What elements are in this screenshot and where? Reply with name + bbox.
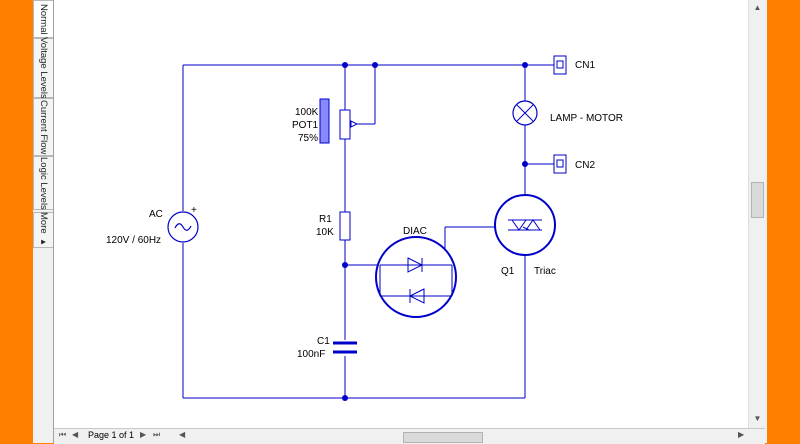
junction-dot <box>372 62 378 68</box>
connector2-label: CN2 <box>575 160 595 171</box>
connector1-label: CN1 <box>575 60 595 71</box>
ac-source-label: AC <box>149 209 163 220</box>
tab-voltage-levels-label: Voltage Levels <box>38 37 49 99</box>
tab-normal[interactable]: Normal <box>33 0 53 38</box>
schematic-canvas[interactable]: + AC 120V / 60Hz 100K POT1 75% R1 10K <box>54 0 748 428</box>
triac-name: Q1 <box>501 266 515 277</box>
view-mode-tabs: Normal Voltage Levels Current Flow Logic… <box>33 0 54 443</box>
lamp-label: LAMP - MOTOR <box>550 113 623 124</box>
tab-logic-levels-label: Logic Levels <box>38 156 49 210</box>
tab-normal-label: Normal <box>38 3 49 35</box>
junction-dot <box>342 62 348 68</box>
potentiometer-pot1[interactable] <box>319 98 359 144</box>
pot-percent: 75% <box>298 133 318 144</box>
tab-current-flow-label: Current Flow <box>38 99 49 155</box>
capacitor-value: 100nF <box>297 349 325 360</box>
connector-cn1[interactable] <box>553 55 567 75</box>
triac-q1[interactable] <box>494 194 556 256</box>
horizontal-scroll-thumb[interactable] <box>403 432 483 443</box>
page-indicator: Page 1 of 1 <box>88 430 135 440</box>
capacitor-c1[interactable] <box>333 341 357 354</box>
junction-dot <box>522 62 528 68</box>
tab-current-flow[interactable]: Current Flow <box>33 98 53 156</box>
capacitor-name: C1 <box>317 336 330 347</box>
status-bar: ⏮ ◀ Page 1 of 1 ▶ ⏭ ◀ ▶ <box>54 428 765 444</box>
prev-page-icon[interactable]: ◀ <box>72 430 79 439</box>
pot-value: 100K <box>295 107 319 118</box>
tab-logic-levels[interactable]: Logic Levels <box>33 156 53 210</box>
diac-component[interactable] <box>375 236 457 318</box>
ac-source-value: 120V / 60Hz <box>106 235 161 246</box>
more-tab-button[interactable]: More ▸ <box>33 212 53 248</box>
junction-dot <box>342 395 348 401</box>
first-page-icon[interactable]: ⏮ <box>59 430 67 439</box>
resistor-r1[interactable] <box>339 211 351 241</box>
ac-source[interactable] <box>167 211 199 243</box>
resistor-name: R1 <box>319 214 332 225</box>
diac-label: DIAC <box>403 226 427 237</box>
junction-dot <box>342 262 348 268</box>
next-page-icon[interactable]: ▶ <box>140 430 147 439</box>
tab-voltage-levels[interactable]: Voltage Levels <box>33 37 53 99</box>
lamp-motor[interactable] <box>512 100 538 126</box>
junction-dot <box>522 161 528 167</box>
pot-name: POT1 <box>292 120 319 131</box>
scroll-right-icon[interactable]: ▶ <box>738 430 745 439</box>
ac-source-plus: + <box>191 205 197 216</box>
connector-cn2[interactable] <box>553 154 567 174</box>
last-page-icon[interactable]: ⏭ <box>153 430 161 439</box>
scroll-left-icon[interactable]: ◀ <box>179 430 186 439</box>
resistor-value: 10K <box>316 227 334 238</box>
more-tab-label: More ▸ <box>38 212 49 248</box>
scroll-down-arrow-icon[interactable]: ▼ <box>753 414 762 423</box>
vertical-scrollbar[interactable]: ▲ ▼ <box>748 0 766 428</box>
scroll-up-arrow-icon[interactable]: ▲ <box>753 3 762 12</box>
simulator-window: Normal Voltage Levels Current Flow Logic… <box>33 0 767 444</box>
triac-type: Triac <box>534 266 556 277</box>
vertical-scroll-thumb[interactable] <box>751 182 764 218</box>
